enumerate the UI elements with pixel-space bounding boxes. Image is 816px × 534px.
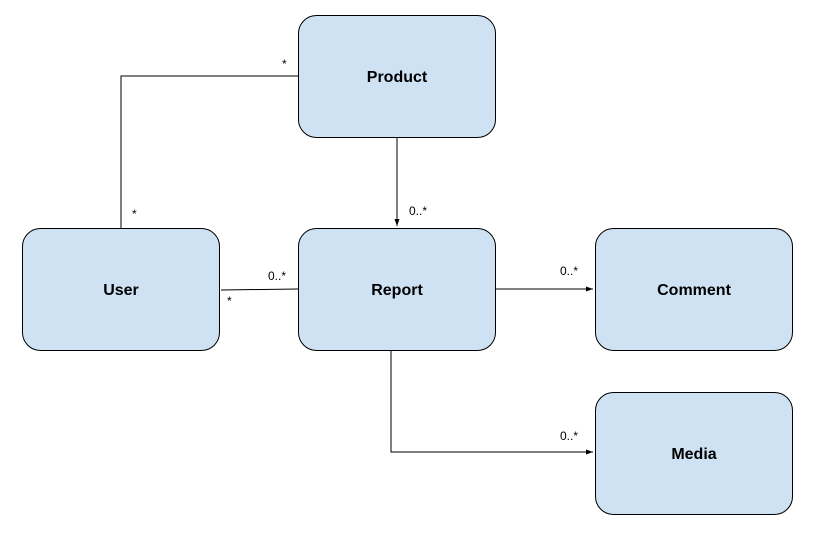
mult-media-end: 0..* [560,429,578,443]
node-report[interactable]: Report [298,228,496,351]
node-media-box[interactable] [595,392,793,515]
mult-report-end-product-edge: 0..* [409,204,427,218]
mult-comment-end: 0..* [560,264,578,278]
node-media-label: Media [671,446,716,463]
node-product-label: Product [367,69,428,86]
node-report-label: Report [371,282,423,299]
node-user[interactable]: User [22,228,220,351]
edge-report-media [390,351,593,455]
node-user-box[interactable] [22,228,220,351]
node-comment-label: Comment [657,282,731,299]
edges [120,75,593,455]
node-comment[interactable]: Comment [595,228,793,351]
node-product[interactable]: Product [298,15,496,138]
node-media[interactable]: Media [595,392,793,515]
node-product-box[interactable] [298,15,496,138]
edge-user-product [120,75,298,228]
edge-user-report [220,288,299,291]
mult-report-end-user-edge: 0..* [268,269,286,283]
mult-user-end-product-edge: * [132,207,137,221]
mult-user-end-report-edge: * [227,294,232,308]
mult-product-end-user-edge: * [282,57,287,71]
multiplicities: * * 0..* 0..* * 0..* 0..* [132,57,578,443]
node-user-label: User [103,282,139,299]
node-comment-box[interactable] [595,228,793,351]
node-report-box[interactable] [298,228,496,351]
